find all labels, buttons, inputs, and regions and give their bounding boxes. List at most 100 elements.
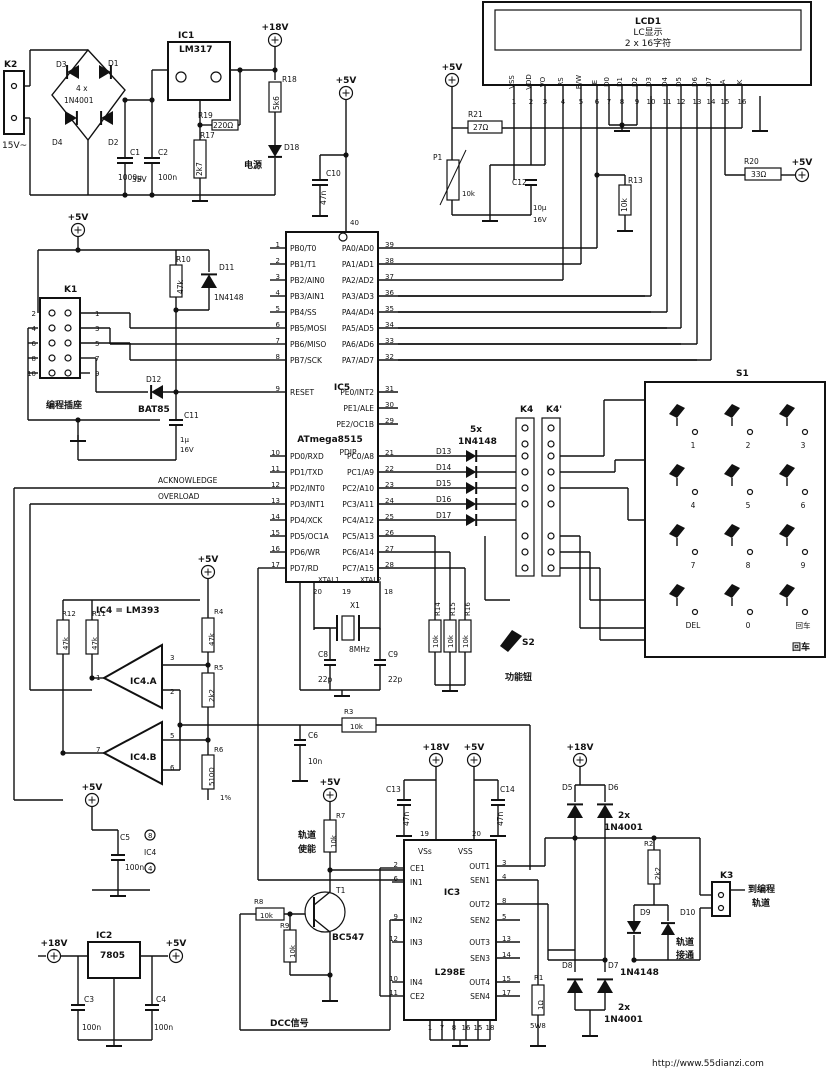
- junction-dot: [602, 957, 608, 963]
- ic3-right-pin-number: 15: [502, 975, 511, 983]
- supply-label: +5V: [68, 213, 89, 223]
- mcu-left-pin: RESET: [290, 388, 314, 397]
- r8-label: R8: [254, 898, 263, 906]
- c14-value: 47n: [496, 811, 505, 826]
- ic3-left-pin: IN1: [410, 878, 423, 887]
- ac-input-label: 15V~: [2, 141, 27, 151]
- bridge-diode: [99, 65, 111, 79]
- k4b-pin: [547, 452, 555, 460]
- supply-label: +18V: [422, 743, 449, 753]
- connector-k2-pin: [10, 82, 18, 90]
- k4-pin: [521, 548, 529, 556]
- r20-resistor: [744, 167, 782, 181]
- mcu-right-pin: PA5/AD5: [342, 324, 374, 333]
- mcu-right-pin: PE1/ALE: [343, 404, 374, 413]
- k1-pin-number: 3: [95, 325, 99, 333]
- keypad-key: [669, 524, 685, 538]
- keypad-enter: 回车: [792, 641, 810, 653]
- diode-d8: [567, 979, 583, 993]
- k1-pin: [64, 369, 72, 377]
- t1-part: BC547: [332, 933, 364, 943]
- c12-label: C12: [512, 178, 527, 187]
- lcd-pin-number: 15: [721, 98, 730, 106]
- s2-label: S2: [522, 638, 535, 648]
- mcu-right-pin: PC5/A13: [342, 532, 374, 541]
- lcd-pin-number: 1: [512, 98, 516, 106]
- pulldown-label: R14: [434, 602, 442, 616]
- diode-label: D1: [108, 59, 119, 68]
- d56-part-2: 1N4001: [604, 823, 643, 833]
- r18-resistor: [268, 81, 282, 113]
- mcu-left-pin-number: 11: [271, 465, 280, 473]
- mcu-right-pin-number: 28: [385, 561, 394, 569]
- ic1-pin: [210, 71, 222, 83]
- r11-resistor: [85, 619, 99, 655]
- lcd-pin-number: 4: [561, 98, 566, 106]
- t1-label: T1: [335, 886, 346, 895]
- ic3-right-pin-number: 13: [502, 935, 511, 943]
- ic3-left-pin: IN2: [410, 916, 423, 925]
- connector-k3: [711, 881, 731, 917]
- r13-resistor: [618, 184, 632, 216]
- mcu-right-pin-number: 36: [385, 289, 394, 297]
- mcu-right-pin: PC6/A14: [342, 548, 374, 557]
- mcu-left-pin: PB0/T0: [290, 244, 317, 253]
- mcu-pin-20: 20: [313, 588, 322, 596]
- r5-resistor: [201, 672, 215, 708]
- ic1-label: IC1: [178, 31, 194, 41]
- mcu-right-pin: PC3/A11: [342, 500, 374, 509]
- mcu-left-pin: PD0/RXD: [290, 452, 324, 461]
- mcu-right-pin-number: 23: [385, 481, 394, 489]
- d12-label: D12: [146, 375, 162, 384]
- lcd-pin-name: VDD: [525, 74, 533, 90]
- diode-d5: [567, 804, 583, 818]
- c11-value: 1μ: [180, 436, 189, 444]
- c14-label: C14: [500, 785, 515, 794]
- d8-label: D8: [562, 961, 573, 970]
- p1-value: 10k: [462, 190, 476, 198]
- ic3-right-pin: OUT3: [469, 938, 490, 947]
- keypad-key-label: 0: [746, 621, 751, 630]
- ic4-pin-8: 8: [148, 832, 152, 840]
- diode-array-diode: [466, 514, 477, 526]
- k4b-pin: [547, 564, 555, 572]
- lcd-line2: 2 x 16字符: [625, 37, 671, 49]
- mcu-left-pin-number: 16: [271, 545, 280, 553]
- ic3-left-pin-number: 12: [389, 935, 398, 943]
- mcu-left-pin-number: 14: [271, 513, 280, 521]
- d12-part: BAT85: [138, 405, 170, 415]
- mcu-left-pin-number: 4: [276, 289, 281, 297]
- ic4-pin: 7: [96, 746, 100, 754]
- pulldown-resistor: [458, 619, 472, 653]
- mcu-left-pin-number: 8: [276, 353, 280, 361]
- supply-label: +18V: [40, 939, 67, 949]
- junction-dot: [651, 835, 657, 841]
- k4-pin: [521, 500, 529, 508]
- connector-k2: [3, 70, 25, 135]
- transistor-t1: [313, 891, 331, 906]
- mcu-right-pin-number: 29: [385, 417, 394, 425]
- bridge-diode: [101, 111, 113, 125]
- r13-label: R13: [628, 176, 643, 185]
- r6-tolerance: 1%: [220, 794, 231, 802]
- r4-label: R4: [214, 608, 224, 616]
- keypad-key: [779, 464, 795, 478]
- pulldown-resistor: [428, 619, 442, 653]
- ic3-pin-20: 20: [472, 830, 481, 838]
- k4b-label: K4': [546, 405, 562, 415]
- mcu-right-pin-number: 26: [385, 529, 394, 537]
- r21-resistor: [467, 120, 503, 134]
- keypad-key-label: 8: [746, 561, 751, 570]
- mcu-left-pin: PB1/T1: [290, 260, 317, 269]
- keypad-key-label: 5: [746, 501, 751, 510]
- ic3-right-pin: OUT2: [469, 900, 490, 909]
- r3-resistor: [341, 717, 377, 733]
- d6-label: D6: [608, 783, 619, 792]
- mcu-right-pin: PC4/A12: [342, 516, 374, 525]
- lcd-pin-name: D5: [675, 77, 683, 87]
- supply-label: +5V: [320, 778, 341, 788]
- supply-label: +5V: [198, 555, 219, 565]
- diode-d6: [597, 804, 613, 818]
- ic3-right-pin: SEN2: [470, 916, 490, 925]
- r10-resistor: [169, 264, 183, 298]
